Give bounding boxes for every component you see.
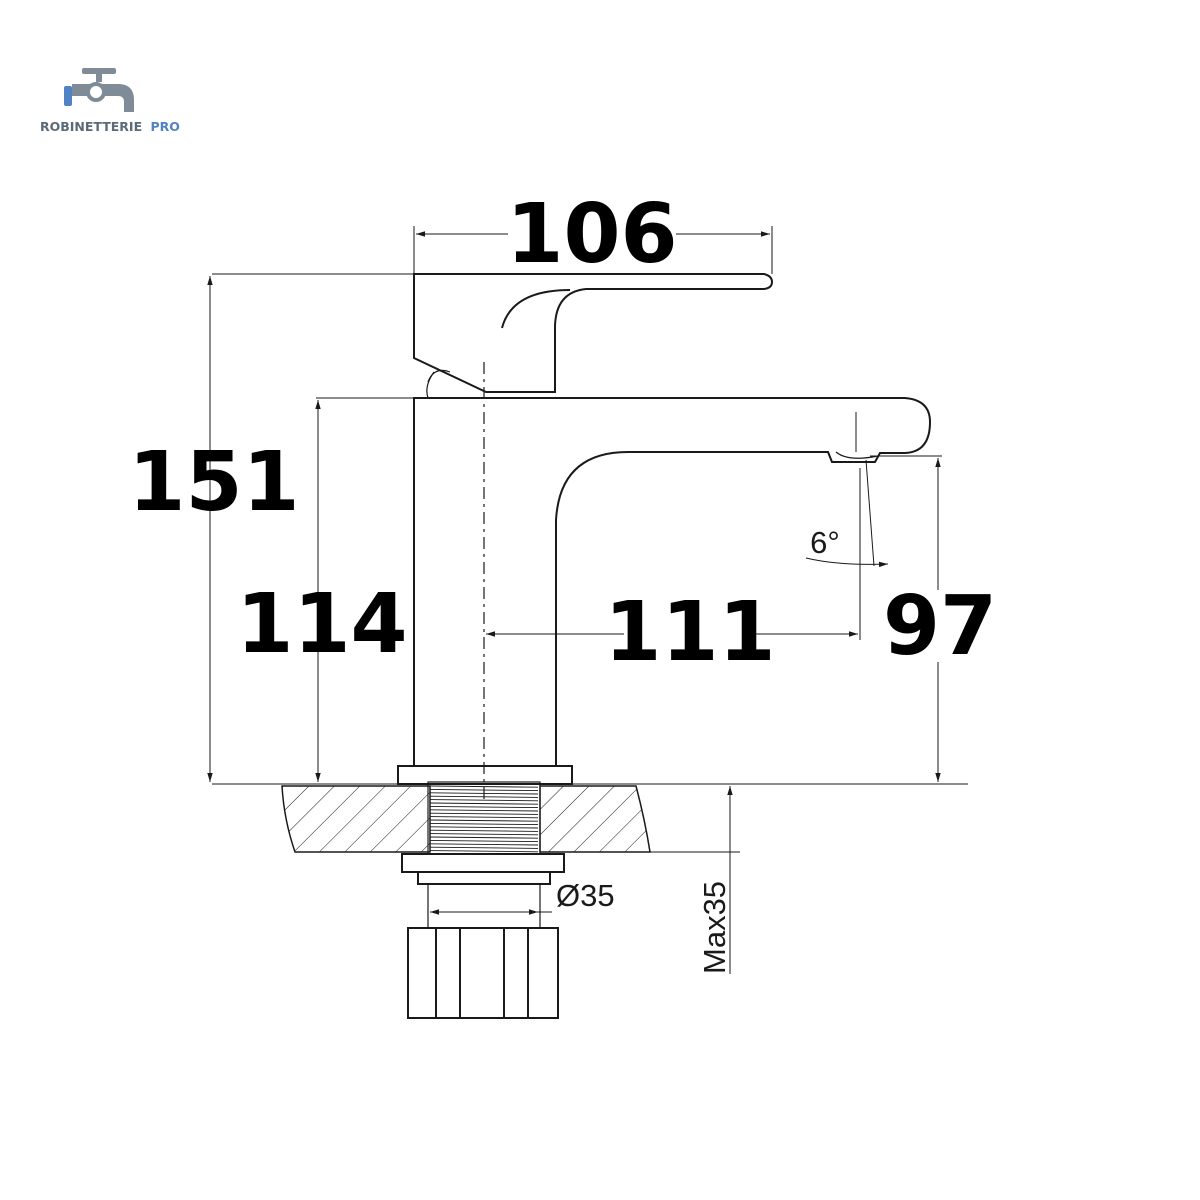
- thread-line: [429, 822, 539, 826]
- base-flange: [397, 765, 573, 785]
- mounting-nut: [401, 853, 565, 1019]
- thread-line: [429, 843, 539, 846]
- dim-thread-diameter: Ø35: [556, 878, 615, 913]
- dim-max-thickness: Max35: [697, 881, 732, 974]
- thread-line: [429, 850, 539, 853]
- brand-name: ROBINETTERIE: [40, 119, 142, 134]
- thread-line: [429, 799, 539, 802]
- dim-spout-reach: 111: [604, 585, 775, 680]
- thread-line: [429, 829, 539, 832]
- faucet-body: [413, 397, 932, 766]
- thread-line: [429, 816, 539, 819]
- thread-line: [429, 802, 539, 805]
- lever-handle: [413, 273, 774, 399]
- countertop-section: [281, 785, 651, 853]
- thread-line: [429, 839, 539, 843]
- dim-spout-angle: 6°: [810, 525, 840, 560]
- brand-logo: ROBINETTERIE PRO: [40, 68, 180, 134]
- thread-line: [429, 819, 539, 822]
- brand-name-accent: PRO: [150, 119, 179, 134]
- svg-text:ROBINETTERIE PRO: ROBINETTERIE PRO: [40, 119, 180, 134]
- dim-arc-spout-angle: [805, 557, 889, 568]
- dim-handle-width: 106: [506, 187, 677, 282]
- thread-line: [429, 836, 539, 839]
- dim-spout-height: 97: [883, 579, 997, 674]
- thread-line: [429, 846, 539, 849]
- dim-total-height: 151: [128, 435, 299, 530]
- thread-line: [429, 812, 539, 815]
- thread-line: [429, 785, 539, 788]
- thread-line: [429, 833, 539, 836]
- dim-body-height: 114: [236, 577, 407, 672]
- thread-line: [429, 809, 539, 812]
- thread-line: [429, 805, 539, 809]
- faucet-icon: [64, 68, 134, 112]
- extension-lines: [212, 226, 968, 785]
- threaded-shank: [427, 781, 541, 855]
- thread-line: [429, 826, 539, 829]
